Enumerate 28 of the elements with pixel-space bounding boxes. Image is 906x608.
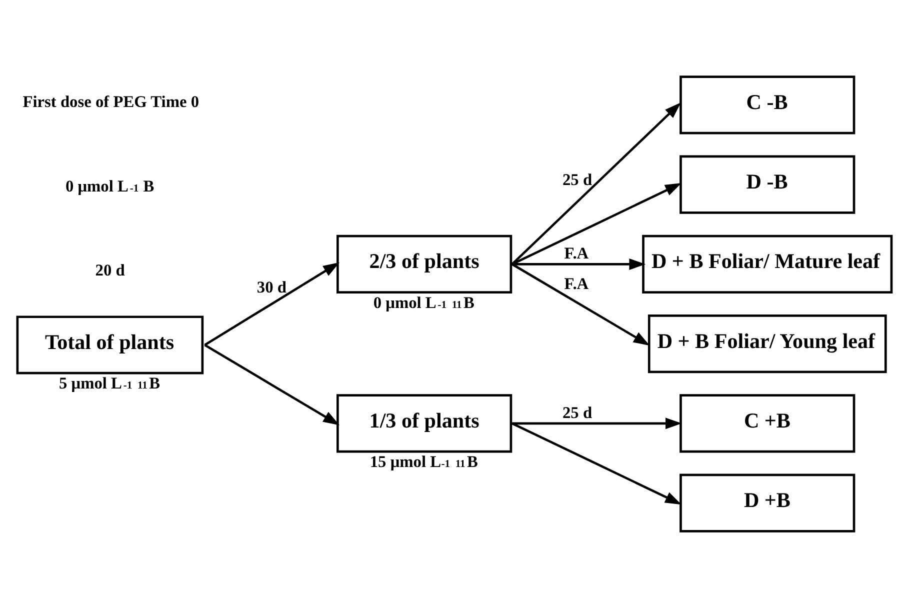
arrow [204, 262, 340, 346]
arrow [512, 183, 682, 266]
edge-label: 25 d [562, 170, 592, 189]
arrow [512, 422, 682, 505]
node-box: 2/3 of plants [336, 234, 512, 294]
node-box: C +B [680, 394, 856, 453]
node-box: D + B Foliar/ Young leaf [648, 314, 887, 374]
edge-label: 25 d [562, 402, 592, 422]
arrow [512, 258, 646, 270]
arrow [512, 418, 682, 430]
edge-label: 30 d [256, 278, 286, 297]
node-label: 15 μmol L-1 11B [370, 452, 478, 471]
node-box: 1/3 of plants [336, 394, 512, 453]
node-label: 0 μmol L-1 11B [373, 292, 474, 312]
arrow [512, 263, 650, 346]
label: 0 μmol L-1 B [65, 176, 154, 196]
label: 20 d [95, 260, 125, 280]
node-box: D -B [680, 155, 856, 214]
node-box: D + B Foliar/ Mature leaf [642, 234, 893, 294]
label: First dose of PEG Time 0 [22, 92, 200, 111]
node-box: D +B [680, 474, 856, 532]
edge-label: F.A [564, 274, 589, 294]
node-box: C -B [680, 76, 856, 134]
edge-label: F.A [564, 244, 589, 263]
arrow [204, 344, 340, 426]
node-box: Total of plants [16, 316, 204, 374]
node-label: 5 μmol L-1 11B [59, 374, 160, 393]
arrow [511, 102, 681, 266]
